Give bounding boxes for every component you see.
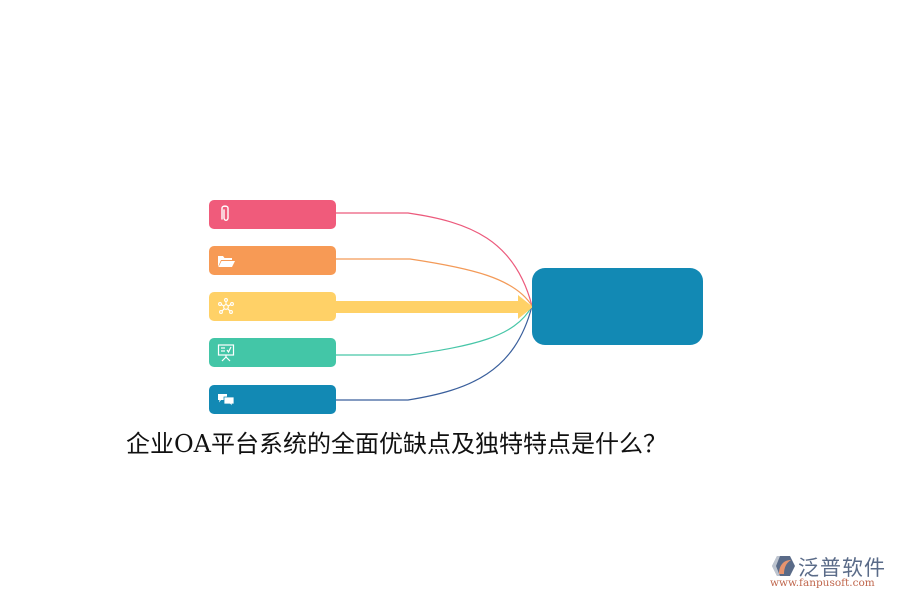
central-hub-node[interactable]	[532, 268, 703, 345]
node-attachment[interactable]	[209, 200, 336, 229]
connector-folder	[336, 258, 533, 307]
folder-open-icon	[217, 251, 235, 270]
connector-presentation	[336, 305, 533, 356]
fanpu-logo-icon	[770, 555, 796, 577]
connector-attachment	[336, 212, 533, 307]
node-folder[interactable]	[209, 246, 336, 275]
watermark-brand: 泛普软件	[798, 556, 886, 580]
watermark-url: www.fanpusoft.com	[770, 577, 875, 589]
network-nodes-icon	[217, 297, 235, 316]
node-presentation[interactable]	[209, 338, 336, 367]
arrow-shaft	[330, 301, 520, 313]
paperclip-icon	[217, 205, 235, 224]
watermark-logo: 泛普软件 www.fanpusoft.com	[768, 552, 896, 592]
node-chat[interactable]	[209, 385, 336, 414]
chat-bubbles-icon	[217, 390, 235, 409]
presentation-board-icon	[217, 343, 235, 362]
connector-chat	[336, 305, 533, 401]
node-network[interactable]	[209, 292, 336, 321]
diagram-title: 企业OA平台系统的全面优缺点及独特特点是什么？	[126, 430, 668, 458]
arrow-head	[518, 295, 533, 319]
